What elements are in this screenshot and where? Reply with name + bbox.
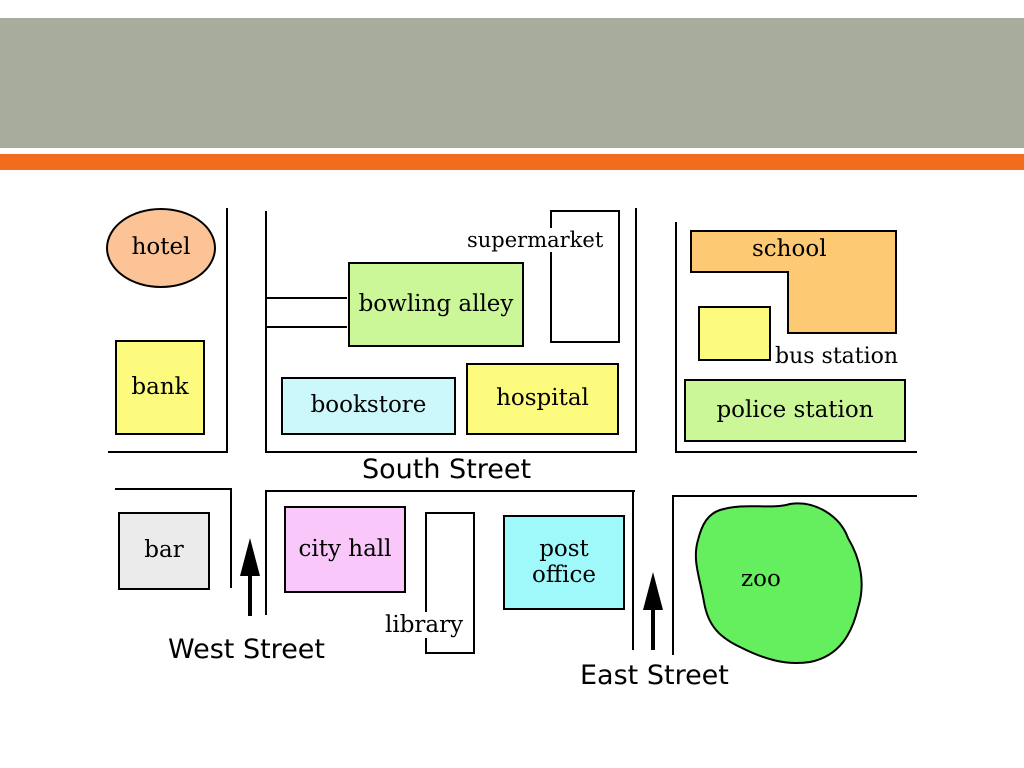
zoo-area [694,502,863,664]
road-edge [675,451,917,453]
supermarket-label: supermarket [465,228,606,252]
zoo-label: zoo [741,566,781,592]
bookstore-building: bookstore [281,377,456,435]
road-edge [265,211,267,453]
bookstore-label: bookstore [310,392,427,419]
city-hall-label: city hall [298,535,392,562]
city-hall-building: city hall [284,506,406,593]
school-label: school [752,236,827,262]
road-edge [230,488,232,588]
post-office-label-line2: office [531,561,597,588]
east-street-label: East Street [580,660,729,691]
road-edge [672,495,674,655]
west-street-label: West Street [168,634,326,665]
police-station-building: police station [684,379,906,442]
library-label: library [383,612,466,638]
slide-header-band [0,18,1024,148]
road-edge [632,490,634,650]
bank-building: bank [115,340,205,435]
north-arrow-icon [643,572,663,650]
road-edge [265,297,347,299]
road-edge [635,208,637,453]
road-edge [672,495,917,497]
hospital-label: hospital [496,385,589,412]
road-edge [265,451,637,453]
bowling-alley-label: bowling alley [358,290,514,317]
north-arrow-icon [240,538,260,616]
bank-label: bank [131,373,189,400]
road-edge [265,326,347,328]
bar-label: bar [144,537,184,564]
hospital-building: hospital [466,363,619,435]
road-edge [265,490,635,492]
road-edge [115,488,232,490]
school-building [690,230,897,334]
bowling-alley-building: bowling alley [348,262,524,347]
road-edge [265,490,267,615]
bus-station-building [698,306,771,361]
post-office-building: post office [503,515,625,610]
road-edge [226,208,228,453]
road-edge [108,451,228,453]
post-office-label-line1: post [539,536,589,563]
hotel-building: hotel [106,208,216,288]
bus-station-label: bus station [775,344,899,369]
bar-building: bar [118,512,210,590]
south-street-label: South Street [362,454,532,485]
slide-accent-bar [0,154,1024,170]
police-station-label: police station [716,396,874,423]
hotel-label: hotel [131,234,191,261]
road-edge [675,222,677,453]
